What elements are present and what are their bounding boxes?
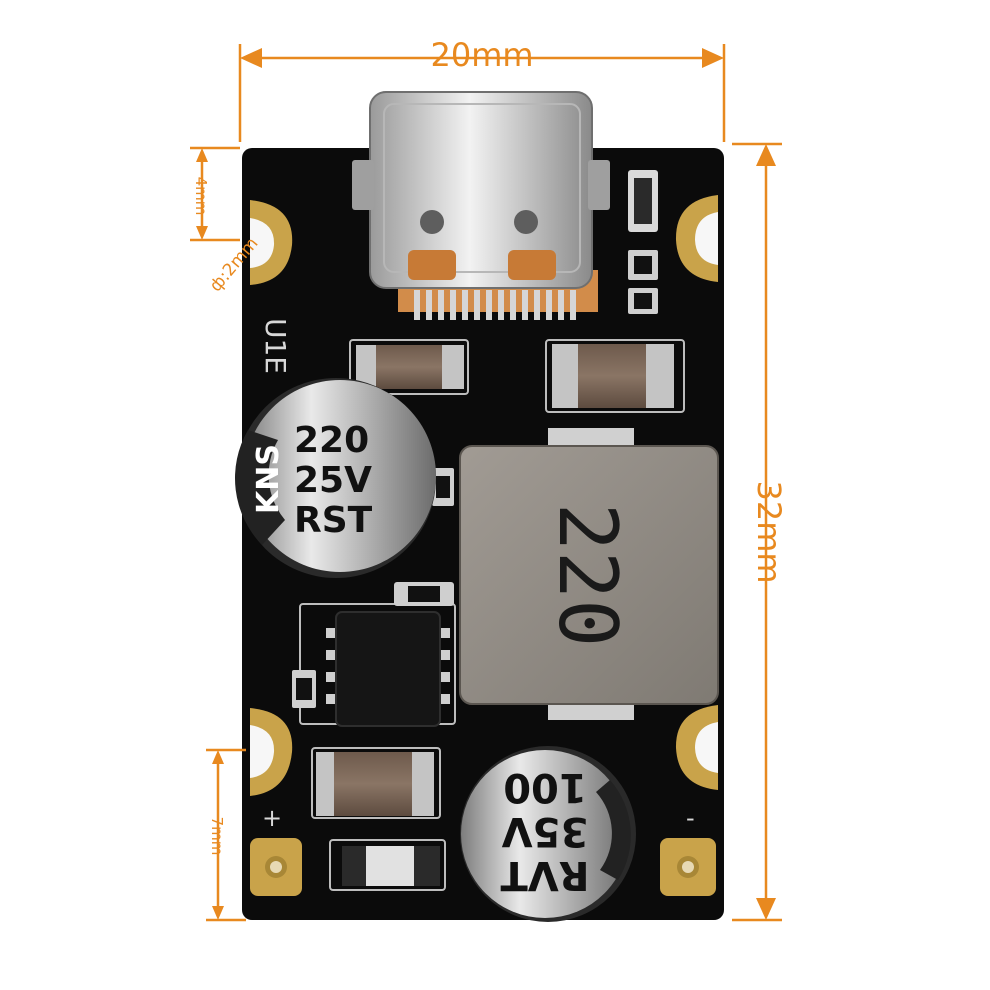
electrolytic-capacitor-bottom: RVT 35V 100 [460, 746, 636, 922]
ic-chip [326, 611, 450, 727]
capacitor-bottom-line-3: 100 [503, 764, 587, 810]
inductor-label: 220 [541, 503, 634, 648]
capacitor-bottom-line-2: 35V [502, 808, 589, 854]
ic-silkscreen-label: U1E [259, 318, 292, 374]
electrolytic-capacitor-top: 220 25V RST KNS [234, 378, 436, 578]
smd-capacitor-bottom-left [316, 752, 434, 816]
capacitor-top-line-2: 25V [294, 460, 372, 501]
hole-offset-label: 4mm [192, 177, 210, 216]
capacitor-top-brand: KNS [251, 444, 286, 514]
mounting-hole-bottom-right [675, 705, 718, 790]
minus-marking: - [686, 804, 695, 832]
power-inductor: 220 [459, 428, 719, 720]
mounting-hole-bottom-left [250, 708, 293, 796]
smd-capacitor-top-right [552, 344, 674, 408]
dimension-lines [190, 44, 782, 922]
mounting-hole-top-right [675, 195, 718, 282]
silkscreen-outlines [299, 339, 685, 891]
usb-c-connector [352, 91, 610, 320]
smd-capacitor-top-left [356, 345, 464, 389]
capacitor-top-line-3: RST [294, 500, 373, 541]
pad-positive [250, 838, 302, 896]
capacitor-bottom-line-1: RVT [500, 852, 590, 898]
pad-negative [660, 838, 716, 896]
pad-offset-label: 7mm [208, 817, 226, 856]
height-dimension-label: 32mm [750, 480, 788, 583]
capacitor-top-line-1: 220 [294, 420, 369, 461]
width-dimension-label: 20mm [430, 36, 533, 74]
mounting-hole-top-left [250, 200, 293, 285]
plus-marking: + [262, 804, 282, 832]
smd-fuse [342, 846, 440, 886]
